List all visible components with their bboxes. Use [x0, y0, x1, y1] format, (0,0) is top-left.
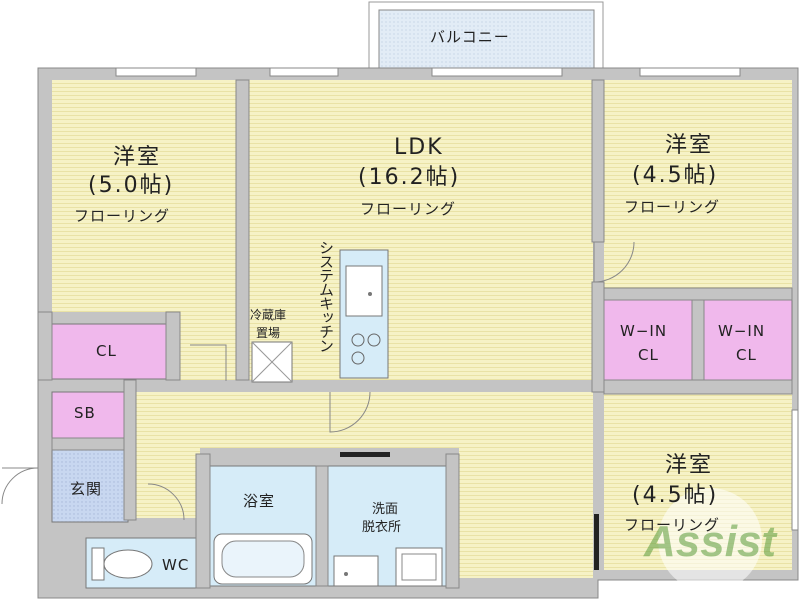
washer-pan [395, 547, 443, 587]
shoe-box-label: SB [74, 404, 96, 422]
ldk-floor [249, 80, 593, 380]
watermark-text: Assist [643, 517, 778, 566]
western-room-right-bottom-size: (4.5帖) [632, 483, 719, 508]
fridge-line2: 置場 [256, 326, 281, 340]
western-room-left-name: 洋室 [113, 145, 162, 170]
western-room-right-top-size: (4.5帖) [632, 163, 719, 188]
ldk-size: (16.2帖) [358, 165, 461, 190]
closet-label: CL [96, 342, 117, 360]
walk-in-closet-1 [603, 299, 693, 381]
partition-mark [594, 514, 599, 570]
windows [115, 67, 799, 531]
toilet-fixture [91, 547, 153, 581]
partition-mark-2 [340, 452, 390, 457]
balcony-label: バルコニー [430, 28, 510, 46]
kitchen-counter [339, 249, 389, 379]
wic-1-line2: CL [638, 346, 659, 364]
western-room-left-size: (5.0帖) [88, 173, 175, 198]
balcony [368, 1, 604, 73]
ldk-left-strip [180, 312, 236, 380]
ldk-floor-label: フローリング [360, 200, 457, 218]
western-room-right-top-name: 洋室 [665, 133, 714, 158]
western-room-right-top [604, 80, 792, 288]
hallway [136, 448, 200, 518]
walk-in-closet-2 [703, 299, 793, 381]
western-room-right-bottom-name: 洋室 [665, 453, 714, 478]
kitchen-label: システムキッチン [317, 240, 335, 352]
wic-1-line1: W−IN [620, 322, 668, 340]
bath-label: 浴室 [243, 492, 276, 510]
ldk-floor-bottom [459, 448, 593, 578]
fridge-line1: 冷蔵庫 [250, 308, 287, 322]
washroom-line2: 脱衣所 [362, 520, 402, 535]
watermark-logo: Assist [643, 488, 778, 592]
washbasin [333, 555, 379, 587]
western-room-left-floor: フローリング [74, 207, 171, 225]
ldk-floor-lower [136, 392, 593, 448]
entrance-label: 玄関 [70, 480, 103, 498]
bathtub [213, 533, 313, 585]
western-room-right-bottom-floor: フローリング [624, 516, 721, 534]
wic-2-line1: W−IN [718, 322, 766, 340]
western-room-left [52, 80, 236, 312]
interior-walls [37, 79, 793, 589]
ldk-name: LDK [394, 135, 444, 160]
toilet-label: WC [162, 556, 190, 574]
washroom-line1: 洗面 [372, 502, 399, 517]
fridge-space [251, 341, 293, 383]
western-room-right-top-floor: フローリング [624, 198, 721, 216]
shoe-box [51, 391, 125, 439]
wic-2-line2: CL [736, 346, 757, 364]
